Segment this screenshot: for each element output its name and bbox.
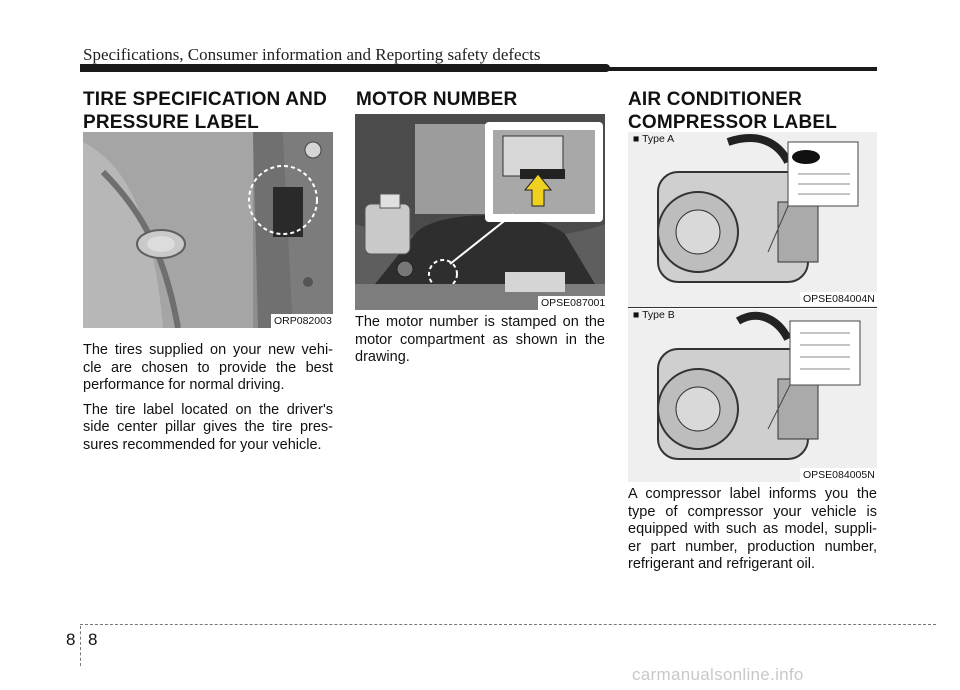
ac-title-line2: COMPRESSOR LABEL	[628, 112, 838, 133]
tire-label-photo	[83, 132, 333, 328]
running-header: Specifications, Consumer information and…	[83, 45, 541, 64]
compressor-a-illustration	[628, 132, 877, 308]
footer-divider	[80, 626, 81, 666]
motor-compartment-illustration	[355, 114, 605, 310]
compressor-type-b-photo	[628, 309, 877, 482]
ac-body: A compressor label informs you the type …	[628, 486, 877, 581]
compressor-a-image-code: OPSE084004N	[800, 292, 878, 306]
footer-rule	[80, 624, 936, 625]
ac-paragraph-1: A compressor label informs you the type …	[628, 486, 877, 572]
header-rule	[80, 67, 877, 71]
watermark: carmanualsonline.info	[632, 665, 804, 684]
tire-section-title: TIRE SPECIFICATION AND PRESSURE LABEL	[83, 88, 343, 134]
compressor-b-image-code: OPSE084005N	[800, 468, 878, 482]
motor-paragraph-1: The motor number is stamped on the motor…	[355, 314, 605, 365]
page-number: 8	[88, 630, 98, 649]
door-pillar-illustration	[83, 132, 333, 328]
tire-title-line2: PRESSURE LABEL	[83, 112, 259, 133]
ac-section-title: AIR CONDITIONER COMPRESSOR LABEL	[628, 88, 888, 134]
type-b-label: ■ Type B	[633, 309, 675, 321]
tire-title-line1: TIRE SPECIFICATION AND	[83, 89, 328, 110]
compressor-a-rule	[628, 307, 877, 308]
motor-image-code: OPSE087001	[538, 296, 609, 310]
ac-title-line1: AIR CONDITIONER	[628, 89, 802, 110]
tire-paragraph-1: The tires supplied on your new vehi-cle …	[83, 342, 333, 393]
motor-photo	[355, 114, 605, 310]
tire-paragraph-2: The tire label located on the driver's s…	[83, 401, 333, 453]
motor-body: The motor number is stamped on the motor…	[355, 314, 605, 374]
tire-body: The tires supplied on your new vehi-cle …	[83, 342, 333, 461]
compressor-b-illustration	[628, 309, 877, 482]
tire-image-code: ORP082003	[271, 314, 335, 328]
compressor-type-a-photo	[628, 132, 877, 308]
page-chapter-number: 8	[66, 630, 76, 649]
motor-section-title: MOTOR NUMBER	[356, 89, 518, 110]
type-a-label: ■ Type A	[633, 133, 675, 145]
